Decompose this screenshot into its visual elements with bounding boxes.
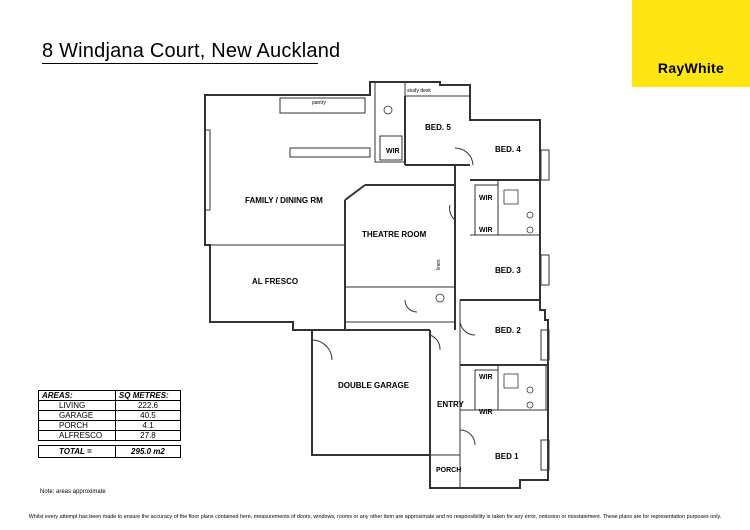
table-row: PORCH 4.1 (38, 420, 182, 431)
total-value: 295.0 m2 (114, 445, 182, 458)
table-row: LIVING 222.6 (38, 400, 182, 411)
area-label: ALFRESCO (38, 430, 116, 441)
room-linen: linen (436, 259, 442, 270)
disclaimer: Whilst every attempt has been made to en… (28, 514, 722, 520)
room-wir-bed1: WIR (479, 409, 493, 416)
title-underline (42, 63, 318, 64)
room-bed3: BED. 3 (495, 266, 521, 275)
table-row-total: TOTAL = 295.0 m2 (38, 445, 182, 458)
brand-logo-text: RayWhite (657, 60, 725, 76)
room-porch: PORCH (436, 467, 461, 474)
areas-header-sqm: SQ METRES: (114, 390, 182, 401)
areas-header-label: AREAS: (38, 390, 116, 401)
room-pantry: pantry (312, 100, 326, 106)
area-value: 40.5 (114, 410, 182, 421)
room-bed5: BED. 5 (425, 123, 451, 132)
area-label: PORCH (38, 420, 116, 431)
room-alfresco: AL FRESCO (252, 277, 298, 286)
room-wir-bed2: WIR (479, 374, 493, 381)
room-bed4: BED. 4 (495, 145, 521, 154)
room-study-desk: study desk (407, 88, 431, 94)
area-value: 222.6 (114, 400, 182, 411)
page-title: 8 Windjana Court, New Auckland (42, 40, 341, 62)
room-wir-bed5: WIR (386, 148, 400, 155)
room-family: FAMILY / DINING RM (245, 196, 323, 205)
total-label: TOTAL = (38, 445, 116, 458)
room-garage: DOUBLE GARAGE (338, 381, 410, 390)
room-wir-bed4: WIR (479, 195, 493, 202)
area-value: 4.1 (114, 420, 182, 431)
room-wir-bed3: WIR (479, 227, 493, 234)
area-label: LIVING (38, 400, 116, 411)
areas-note: Note: areas approximate (40, 489, 106, 495)
room-theatre: THEATRE ROOM (362, 230, 427, 239)
areas-table: AREAS: SQ METRES: LIVING 222.6 GARAGE 40… (38, 390, 182, 458)
area-value: 27.8 (114, 430, 182, 441)
table-row: ALFRESCO 27.8 (38, 430, 182, 441)
area-label: GARAGE (38, 410, 116, 421)
table-row: GARAGE 40.5 (38, 410, 182, 421)
room-entry: ENTRY (437, 400, 464, 409)
room-bed2: BED. 2 (495, 326, 521, 335)
brand-logo (632, 0, 750, 87)
room-bed1: BED 1 (495, 452, 519, 461)
